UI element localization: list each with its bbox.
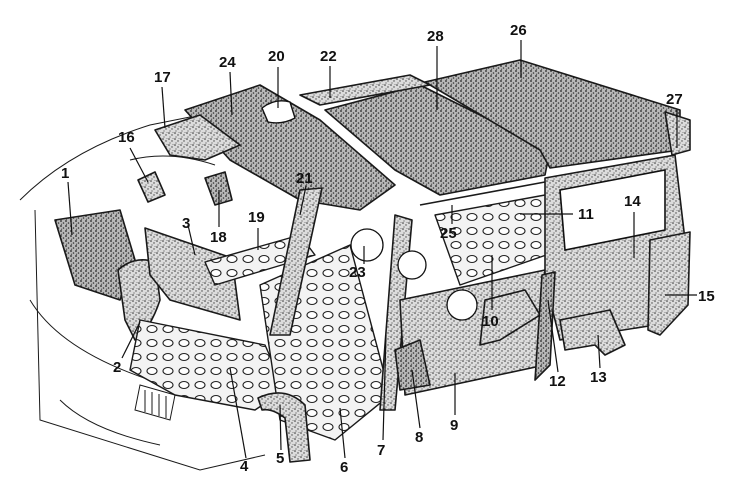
callout-8: 8 xyxy=(415,429,423,446)
wheel-arch-trim xyxy=(257,392,311,463)
a-pillar-trim xyxy=(269,187,323,336)
speaker-opening-3 xyxy=(350,228,384,262)
step-bracket xyxy=(394,339,431,391)
roof-rail-strip xyxy=(299,74,431,106)
callout-1: 1 xyxy=(61,165,69,182)
callout-16: 16 xyxy=(118,129,135,146)
speaker-opening-2 xyxy=(397,250,427,280)
callout-15: 15 xyxy=(698,288,715,305)
callout-labels: 1 2 3 4 5 6 7 8 9 10 11 12 13 14 15 16 1… xyxy=(61,22,715,476)
callout-23: 23 xyxy=(349,264,366,281)
callout-20: 20 xyxy=(268,48,285,65)
callout-11: 11 xyxy=(578,206,594,223)
callout-24: 24 xyxy=(219,54,236,71)
speaker-opening xyxy=(446,289,478,321)
callout-28: 28 xyxy=(427,28,444,45)
callout-19: 19 xyxy=(248,209,265,226)
sun-visor xyxy=(137,171,166,203)
callout-12: 12 xyxy=(549,373,566,390)
dome-light-cutout xyxy=(261,100,296,124)
callout-17: 17 xyxy=(154,69,171,86)
callout-7: 7 xyxy=(377,442,385,459)
callout-10: 10 xyxy=(482,313,499,330)
callout-21: 21 xyxy=(296,170,313,187)
callout-6: 6 xyxy=(340,459,348,476)
window-rail xyxy=(419,181,546,206)
callout-26: 26 xyxy=(510,22,527,39)
callout-18: 18 xyxy=(210,229,227,246)
front-bulkhead-panel xyxy=(144,227,241,321)
windshield-header-strip xyxy=(154,114,241,161)
rear-lower-trim xyxy=(559,309,626,356)
cab-floor-mat xyxy=(129,319,286,411)
rear-window-opening xyxy=(559,169,666,251)
leader-lines xyxy=(67,40,697,459)
callout-4: 4 xyxy=(240,458,249,475)
callout-2: 2 xyxy=(113,359,121,376)
callout-3: 3 xyxy=(182,215,190,232)
callout-22: 22 xyxy=(320,48,337,65)
callout-5: 5 xyxy=(276,450,284,467)
door-seal-strip xyxy=(534,271,556,381)
door-lower-trim xyxy=(479,289,541,346)
callout-25: 25 xyxy=(440,225,457,242)
callout-13: 13 xyxy=(590,369,607,386)
roof-panel-front xyxy=(184,84,396,211)
rear-corner-panel xyxy=(647,231,691,336)
cab-outline xyxy=(19,114,266,471)
mirror-mount xyxy=(204,171,233,206)
callout-27: 27 xyxy=(666,91,683,108)
callout-9: 9 xyxy=(450,417,458,434)
callout-14: 14 xyxy=(624,193,641,210)
